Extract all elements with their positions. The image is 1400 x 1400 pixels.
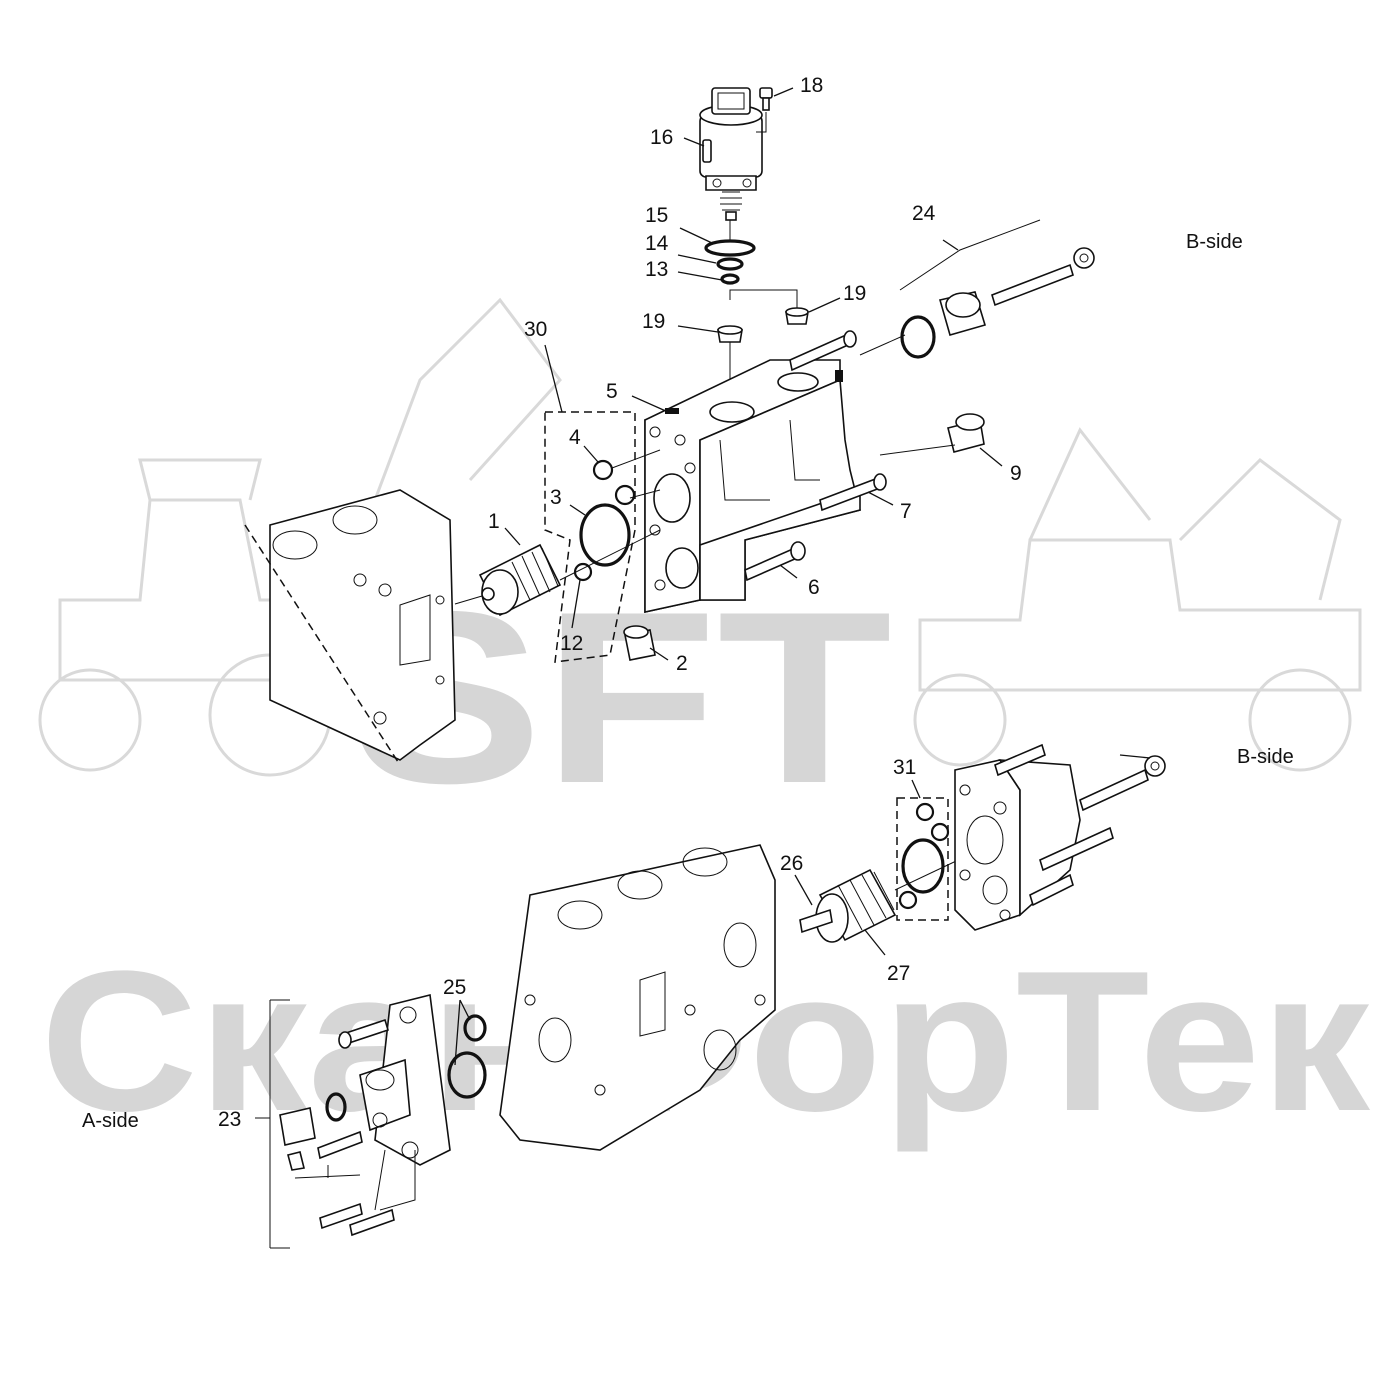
part-31-seal-kit xyxy=(896,797,950,921)
callout-16: 16 xyxy=(650,126,673,149)
b-side-label-middle: B-side xyxy=(1237,746,1294,768)
seal-rings-13-15 xyxy=(704,220,756,285)
leader-lines xyxy=(454,87,1151,1066)
callout-13: 13 xyxy=(645,258,668,281)
callout-2: 2 xyxy=(676,652,688,675)
part-18-screw xyxy=(756,87,773,133)
part-16-solenoid xyxy=(699,87,763,221)
left-partial-housing xyxy=(244,489,456,766)
a-side-end-cover xyxy=(255,994,487,1249)
part-1-spring xyxy=(454,529,661,617)
b-side-end-cover xyxy=(954,743,1166,931)
part-24-adjuster xyxy=(859,219,1095,359)
callout-24: 24 xyxy=(912,202,936,225)
b-side-label-top: B-side xyxy=(1186,231,1243,253)
callout-5: 5 xyxy=(606,380,618,403)
a-side-label: A-side xyxy=(82,1110,139,1132)
callout-31: 31 xyxy=(893,756,916,779)
callout-6: 6 xyxy=(808,576,820,599)
callout-7: 7 xyxy=(900,500,912,523)
part-19-plugs xyxy=(717,289,809,400)
watermark-excavator-right xyxy=(913,427,1362,772)
callout-4: 4 xyxy=(569,426,581,449)
callout-27: 27 xyxy=(887,962,910,985)
main-valve-body xyxy=(644,359,861,613)
callout-19-right: 19 xyxy=(843,282,866,305)
part-30-seal-kit xyxy=(544,411,661,663)
callout-25: 25 xyxy=(443,976,466,999)
lower-valve-body xyxy=(499,844,776,1151)
callout-14: 14 xyxy=(645,232,669,255)
callout-19-left: 19 xyxy=(642,310,665,333)
callout-26: 26 xyxy=(780,852,803,875)
side-labels: B-side B-side A-side xyxy=(82,231,1294,1132)
part-27-spring xyxy=(799,844,991,943)
callout-15: 15 xyxy=(645,204,668,227)
callout-9: 9 xyxy=(1010,462,1022,485)
part-2-plug xyxy=(623,625,656,661)
bolts-6-7 xyxy=(744,330,887,582)
callout-30: 30 xyxy=(524,318,547,341)
part-9-plug xyxy=(879,413,985,456)
callout-labels: 18 16 15 14 13 19 19 24 30 5 4 3 1 12 2 … xyxy=(218,74,1022,1131)
callout-1: 1 xyxy=(488,510,500,533)
callout-3: 3 xyxy=(550,486,562,509)
callout-18: 18 xyxy=(800,74,823,97)
callout-23: 23 xyxy=(218,1108,241,1131)
callout-12: 12 xyxy=(560,632,583,655)
